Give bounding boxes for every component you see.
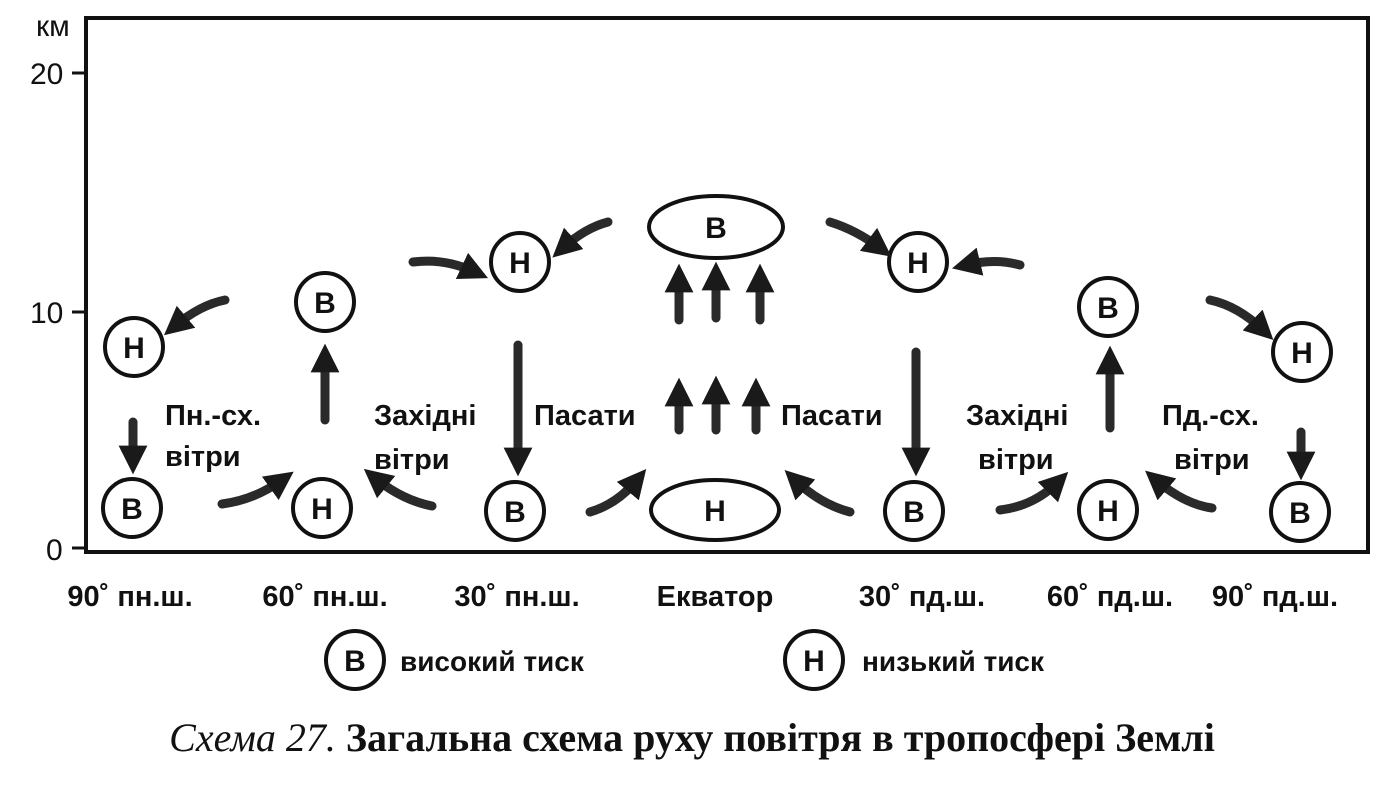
pressure-letter: В [121,493,143,526]
pressure-high-upper-60n: В [294,271,356,333]
pressure-letter: В [1097,292,1119,325]
pressure-low-surface-60s: Н [1077,479,1139,541]
pressure-high-upper-equator: В [647,194,785,260]
arrow-upper-flow [408,252,489,279]
pressure-low-surface-60n: Н [291,477,353,539]
pressure-high-surface-90n: В [101,477,163,539]
pressure-letter: Н [1291,337,1313,370]
pressure-letter: В [903,496,925,529]
pressure-letter: В [504,496,526,529]
figure-caption: Схема 27. Загальна схема руху повітря в … [0,714,1384,761]
pressure-high-surface-90s: В [1269,481,1331,543]
pressure-letter: Н [311,493,333,526]
pressure-high-upper-60s: В [1077,276,1139,338]
legend-low-label: низький тиск [862,646,1045,677]
wind-northeast-line2: вітри [165,441,241,473]
pressure-low-upper-30s: Н [887,231,949,293]
legend-high-letter: В [344,645,366,678]
arrow-surface-flow [995,471,1069,515]
pressure-letter: Н [704,495,726,528]
y-tick-label-20: 20 [30,58,63,91]
legend-low-letter: Н [803,645,825,678]
y-tick-label-0: 0 [46,534,63,567]
pressure-letter: Н [907,247,929,280]
pressure-high-surface-30s: В [883,480,945,542]
lat-60-north: 60˚ пн.ш. [262,581,387,613]
arrow-upper-flow [825,217,892,257]
plot-frame [84,16,1370,554]
lat-60-south: 60˚ пд.ш. [1047,581,1173,613]
pressure-letter: В [1289,497,1311,530]
pressure-low-upper-30n: Н [489,231,551,293]
legend-high-label: високий тиск [400,646,585,677]
arrow-upper-flow [1205,295,1274,340]
wind-trade-north: Пасати [534,400,636,432]
caption-title: Загальна схема руху повітря в тропосфері… [345,715,1215,760]
pressure-low-upper-90n: Н [103,316,165,378]
arrow-upper-flow [952,247,1025,276]
lat-90-north: 90˚ пн.ш. [67,581,192,613]
lat-30-north: 30˚ пн.ш. [454,581,579,613]
wind-westerly-south-line1: Західні [966,400,1068,432]
pressure-letter: В [314,287,336,320]
legend-high: В високий тиск [324,629,585,691]
arrow-upper-flow [163,295,230,336]
wind-northeast-line1: Пн.-сх. [165,400,261,432]
pressure-low-surface-equator: Н [649,478,781,542]
pressure-letter: Н [509,247,531,280]
lat-equator: Екватор [657,581,774,613]
lat-90-south: 90˚ пд.ш. [1212,581,1338,613]
lat-30-south: 30˚ пд.ш. [859,581,985,613]
arrow-surface-flow [217,471,294,509]
pressure-letter: В [705,212,727,245]
pressure-low-upper-90s: Н [1271,321,1333,383]
wind-southeast-line2: вітри [1174,444,1250,476]
wind-southeast-line1: Пд.-сх. [1162,400,1259,432]
arrow-surface-flow [1145,470,1217,513]
wind-westerly-north-line2: вітри [374,444,450,476]
caption-number: Схема 27. [169,715,336,760]
wind-westerly-south-line2: вітри [978,444,1054,476]
wind-trade-south: Пасати [781,400,883,432]
legend-low: Н низький тиск [783,629,1045,691]
pressure-high-surface-30n: В [484,480,546,542]
pressure-letter: Н [1097,495,1119,528]
arrow-upper-flow [552,217,613,258]
y-axis-unit: км [36,10,70,43]
y-tick-label-10: 10 [30,297,63,330]
arrow-surface-flow [585,468,647,517]
arrow-surface-flow [784,470,855,517]
wind-westerly-north-line1: Західні [374,400,476,432]
pressure-letter: Н [123,332,145,365]
arrow-surface-flow [363,468,437,511]
